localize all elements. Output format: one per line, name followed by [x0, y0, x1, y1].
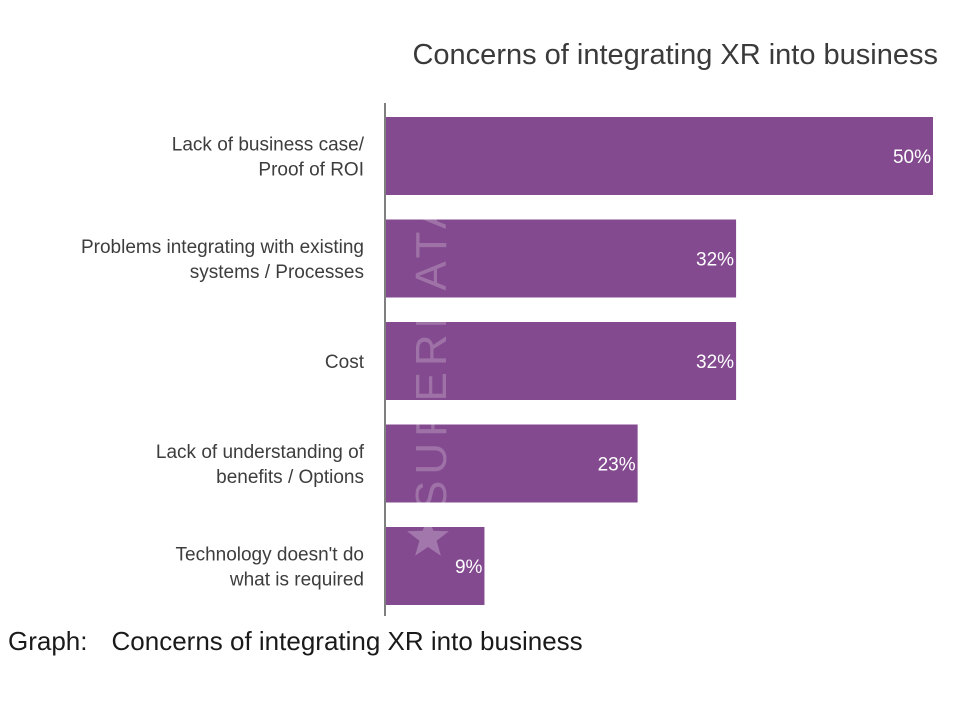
- bar-3: [386, 424, 638, 503]
- bar-2: [386, 322, 737, 400]
- bars-layer: [386, 117, 933, 605]
- watermark-star-icon: [407, 516, 449, 556]
- value-label-2: 32%: [696, 352, 734, 373]
- category-label-2-line-0: Cost: [325, 352, 365, 373]
- bar-chart: Concerns of integrating XR into business…: [81, 39, 938, 616]
- value-label-4: 9%: [455, 557, 483, 578]
- superdata-watermark: SUPERDATA: [407, 194, 456, 556]
- bar-1: [386, 219, 737, 298]
- chart-title: Concerns of integrating XR into business: [412, 39, 938, 71]
- category-label-4-line-0: Technology doesn't do: [176, 545, 365, 566]
- category-label-1-line-1: systems / Processes: [190, 262, 364, 283]
- value-label-3: 23%: [598, 455, 636, 476]
- bar-4: [386, 527, 485, 605]
- caption-text: Concerns of integrating XR into business: [111, 626, 583, 656]
- figure-caption: Graph: Concerns of integrating XR into bu…: [8, 626, 583, 657]
- value-label-1: 32%: [696, 250, 734, 271]
- category-label-0-line-0: Lack of business case/: [172, 135, 365, 156]
- bar-0: [386, 117, 933, 195]
- category-labels: Lack of business case/Proof of ROI Proble…: [81, 135, 365, 591]
- category-label-4-line-1: what is required: [229, 570, 364, 591]
- caption-prefix: Graph:: [8, 626, 88, 656]
- category-label-3-line-1: benefits / Options: [216, 467, 364, 488]
- value-labels: 50% 32% 32% 23% 9%: [455, 147, 931, 578]
- category-label-0-line-1: Proof of ROI: [258, 160, 364, 181]
- value-label-0: 50%: [893, 147, 931, 168]
- category-label-1-line-0: Problems integrating with existing: [81, 237, 364, 258]
- watermark-text: SUPERDATA: [407, 194, 456, 510]
- category-label-3-line-0: Lack of understanding of: [156, 442, 365, 463]
